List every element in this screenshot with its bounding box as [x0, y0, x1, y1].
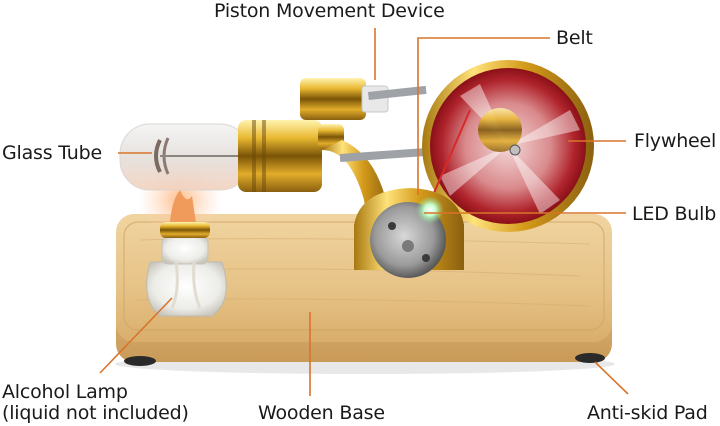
label-alcohol-lamp-note: (liquid not included) [2, 402, 189, 424]
label-belt: Belt [556, 27, 593, 49]
glass-tube [119, 123, 251, 191]
label-piston-movement-device: Piston Movement Device [214, 0, 445, 22]
label-wooden-base: Wooden Base [258, 402, 385, 424]
gold-cylinder [238, 120, 344, 192]
label-flywheel: Flywheel [634, 130, 717, 152]
piston-movement-device [300, 78, 427, 120]
leader-lines [99, 28, 629, 396]
label-glass-tube: Glass Tube [2, 142, 102, 164]
flywheel [422, 60, 594, 232]
wooden-base [116, 214, 612, 362]
label-led-bulb: LED Bulb [632, 203, 717, 225]
motor-assembly [354, 188, 464, 278]
label-alcohol-lamp: Alcohol Lamp [2, 381, 128, 403]
wick-flame-icon [170, 190, 196, 222]
led-bulb [416, 196, 444, 224]
anti-skid-pad-left [124, 356, 156, 366]
anti-skid-pad-right [575, 353, 605, 363]
label-anti-skid-pad: Anti-skid Pad [587, 402, 708, 424]
